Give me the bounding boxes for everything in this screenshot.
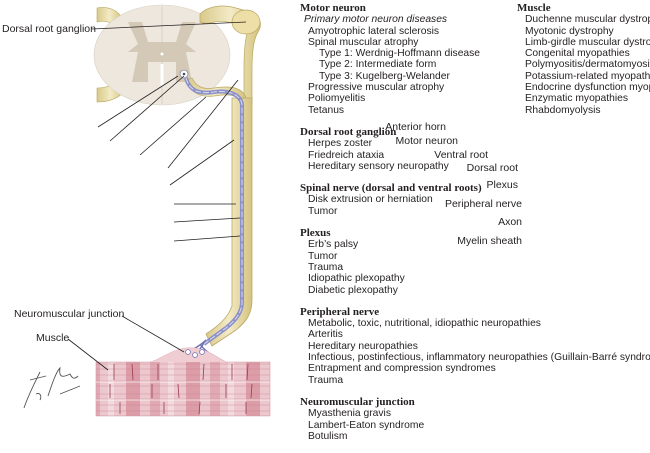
list-item: Erb’s palsy [308,239,359,251]
list-item: Trauma [308,374,344,386]
netter-signature [23,366,81,409]
list-item: Endocrine dysfunction myopathies [525,82,650,94]
list-item: Congenital myopathies [525,48,630,60]
list-item: Type 1: Werdnig-Hoffmann disease [319,48,481,60]
list-item: Potassium-related myopathies [525,70,650,82]
label-anterior-horn: Anterior horn [385,121,446,133]
label-muscle: Muscle [36,332,70,344]
list-item: Lambert-Eaton syndrome [308,419,425,431]
list-item: Myotonic dystrophy [525,25,614,37]
list-item: Enzymatic myopathies [525,93,629,105]
list-item: Tetanus [308,104,345,116]
label-axon: Axon [498,216,522,228]
section-title: Dorsal root ganglion [300,125,397,138]
list-item: Tumor [308,205,338,217]
list-item: Poliomyelitis [308,93,366,105]
label-dorsal-root: Dorsal root [466,162,518,174]
list-item: Amyotrophic lateral sclerosis [308,25,440,37]
label-dorsal-root-ganglion: Dorsal root ganglion [2,23,96,35]
list-item: Tumor [308,250,338,262]
label-neuromuscular-junction: Neuromuscular junction [14,308,125,320]
list-item: Limb-girdle muscular dystrophy [525,36,650,48]
list-item: Metabolic, toxic, nutritional, idiopathi… [308,318,541,330]
section-title: Neuromuscular junction [300,395,415,408]
list-item: Type 2: Intermediate form [319,59,437,71]
label-motor-neuron: Motor neuron [395,135,458,147]
label-peripheral-nerve: Peripheral nerve [444,198,522,210]
peripheral-nerve [205,97,253,347]
section-title: Plexus [300,227,331,240]
list-item: Botulism [308,430,348,442]
list-item: Hereditary neuropathies [308,340,418,352]
list-item: Polymyositis/dermatomyositis [525,59,650,71]
motor-unit-illustration [23,4,271,417]
list-item: Idiopathic plexopathy [308,273,405,285]
list-item: Diabetic plexopathy [308,284,398,296]
list-item: Friedreich ataxia [308,149,385,161]
list-item: Herpes zoster [308,138,373,150]
list-item: Type 3: Kugelberg-Welander [319,70,450,82]
label-ventral-root: Ventral root [434,149,488,161]
section-title: Spinal nerve (dorsal and ventral roots) [300,182,482,195]
list-item: Trauma [308,261,344,273]
list-item: Hereditary sensory neuropathy [308,160,449,172]
list-item: Entrapment and compression syndromes [308,363,496,375]
list-item: Spinal muscular atrophy [308,36,419,48]
list-item: Primary motor neuron diseases [304,14,448,26]
label-myelin-sheath: Myelin sheath [457,235,522,247]
label-plexus: Plexus [486,179,518,191]
section-spinal-nerve-dorsal-and-ventral-roots: Spinal nerve (dorsal and ventral roots)D… [300,182,650,217]
list-item: Myasthenia gravis [308,408,391,420]
spinal-cord-cross-section [93,4,231,106]
muscle-tissue [95,347,271,417]
list-item: Duchenne muscular dystrophy [525,14,650,26]
section-title: Muscle [517,2,551,14]
section-title: Motor neuron [300,2,366,14]
list-item: Infectious, postinfectious, inflammatory… [308,352,650,364]
neuromuscular-junction [185,349,205,358]
section-title: Peripheral nerve [300,305,380,318]
list-item: Arteritis [308,329,343,341]
list-item: Progressive muscular atrophy [308,82,445,94]
list-item: Rhabdomyolysis [525,104,601,116]
list-item: Disk extrusion or herniation [308,194,433,206]
